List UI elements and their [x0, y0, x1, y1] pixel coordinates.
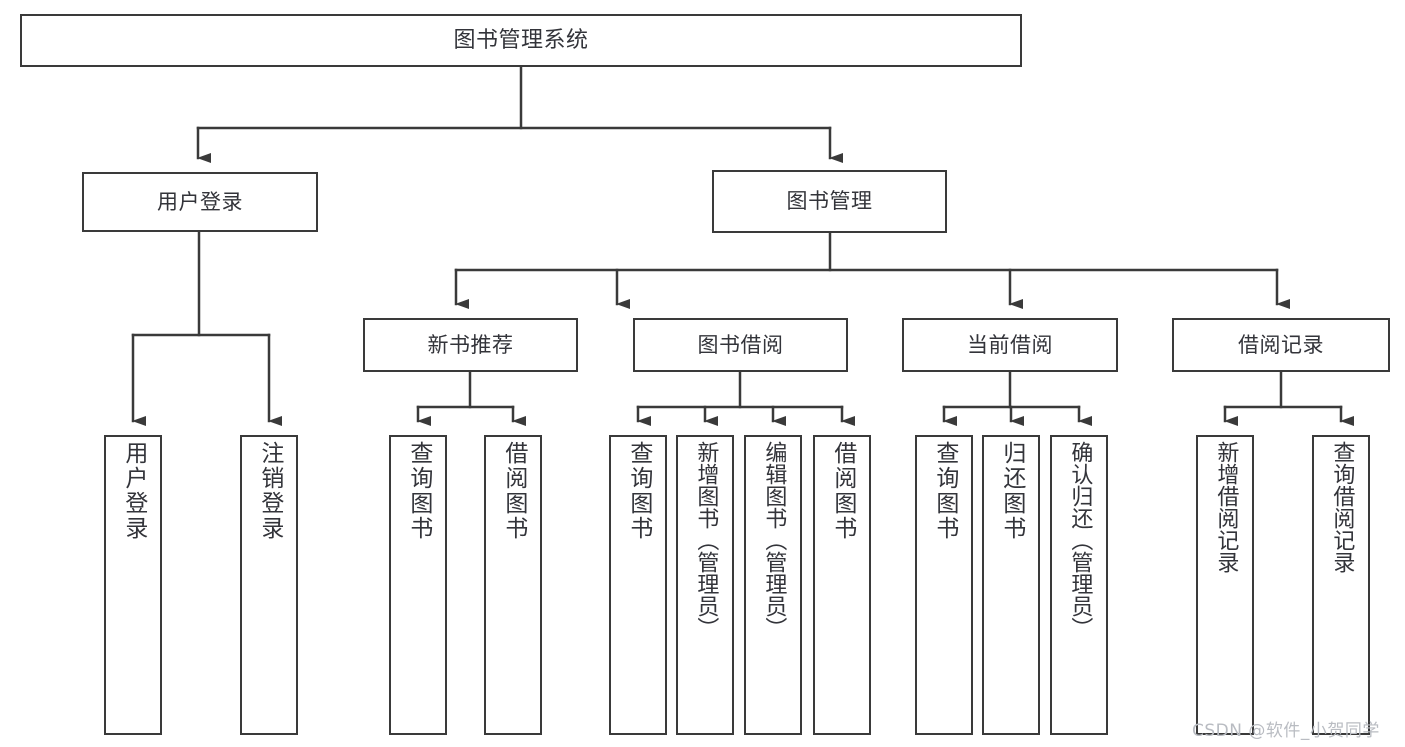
leaf-add-borrow-record[interactable]: 新增借阅记录 — [1196, 435, 1254, 735]
node-label: 借阅记录 — [1238, 332, 1324, 357]
node-label: 借阅图书 — [500, 441, 527, 541]
node-label: 查询借阅记录 — [1329, 441, 1355, 573]
node-label: 新增借阅记录 — [1213, 441, 1239, 573]
node-label: 图书管理系统 — [453, 27, 589, 53]
node-label: 当前借阅 — [967, 332, 1053, 357]
node-label: 图书借阅 — [697, 332, 784, 357]
leaf-add-book-admin[interactable]: 新增图书（管理员） — [676, 435, 734, 735]
leaf-borrow-books-new[interactable]: 借阅图书 — [484, 435, 542, 735]
node-label: 查询图书 — [625, 441, 652, 541]
node-label: 查询图书 — [405, 441, 432, 541]
node-new-book-recommend[interactable]: 新书推荐 — [363, 318, 578, 372]
node-label: 新增图书（管理员） — [693, 441, 719, 639]
node-label: 借阅图书 — [829, 441, 856, 541]
leaf-query-books-borrow[interactable]: 查询图书 — [609, 435, 667, 735]
node-label: 图书管理 — [786, 189, 873, 214]
node-label: 用户登录 — [157, 189, 243, 214]
node-label: 新书推荐 — [427, 332, 514, 357]
leaf-query-books-current[interactable]: 查询图书 — [915, 435, 973, 735]
node-book-management[interactable]: 图书管理 — [712, 170, 947, 233]
leaf-logout[interactable]: 注销登录 — [240, 435, 298, 735]
node-label: 用户登录 — [120, 441, 147, 541]
node-root-system[interactable]: 图书管理系统 — [20, 14, 1022, 67]
node-label: 确认归还（管理员） — [1067, 441, 1093, 639]
node-label: 归还图书 — [998, 441, 1025, 541]
leaf-return-books[interactable]: 归还图书 — [982, 435, 1040, 735]
node-user-login[interactable]: 用户登录 — [82, 172, 318, 232]
leaf-query-borrow-record[interactable]: 查询借阅记录 — [1312, 435, 1370, 735]
node-label: 查询图书 — [931, 441, 958, 541]
leaf-edit-book-admin[interactable]: 编辑图书（管理员） — [744, 435, 802, 735]
node-label: 编辑图书（管理员） — [761, 441, 787, 639]
node-label: 注销登录 — [256, 441, 283, 541]
csdn-watermark: CSDN @软件_小贺同学 — [1192, 721, 1380, 741]
node-current-borrow[interactable]: 当前借阅 — [902, 318, 1118, 372]
leaf-query-books-new[interactable]: 查询图书 — [389, 435, 447, 735]
node-borrow-records[interactable]: 借阅记录 — [1172, 318, 1390, 372]
leaf-user-login[interactable]: 用户登录 — [104, 435, 162, 735]
leaf-confirm-return-admin[interactable]: 确认归还（管理员） — [1050, 435, 1108, 735]
node-book-borrow[interactable]: 图书借阅 — [633, 318, 848, 372]
leaf-borrow-books[interactable]: 借阅图书 — [813, 435, 871, 735]
